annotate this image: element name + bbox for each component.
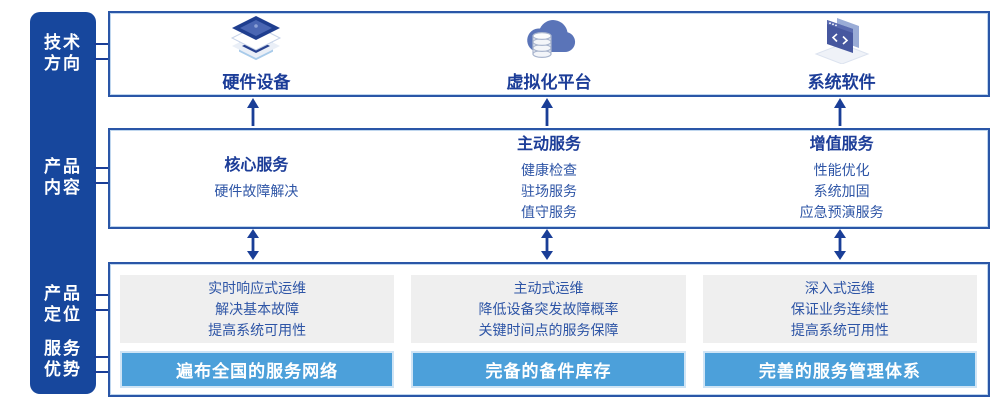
- connector-line: [94, 58, 110, 60]
- content-item: 驻场服务: [520, 183, 577, 199]
- positioning-point: 提高系统可用性: [208, 321, 307, 338]
- sidebar-label-service-advantage: 服务 优势: [44, 339, 82, 379]
- content-title: 核心服务: [224, 157, 289, 174]
- cloud-database-icon: [527, 19, 576, 58]
- sidebar-label-product-positioning: 产品 定位: [44, 284, 82, 324]
- tech-cell-hardware: 硬件设备: [110, 13, 403, 95]
- content-item: 值守服务: [520, 204, 577, 220]
- double-arrow: [541, 229, 553, 260]
- up-arrow: [247, 98, 259, 126]
- double-arrow: [247, 229, 259, 260]
- connector-line: [94, 182, 110, 184]
- content-item: 硬件故障解决: [214, 183, 299, 199]
- positioning-point: 实时响应式运维: [208, 279, 307, 296]
- content-title: 主动服务: [516, 136, 581, 153]
- category-sidebar: 技术 方向 产品 内容 产品 定位 服务 优势: [30, 12, 96, 394]
- positioning-panel: 实时响应式运维 解决基本故障 提高系统可用性: [120, 275, 395, 343]
- tech-cell-virtualization: 虚拟化平台: [403, 13, 696, 95]
- sidebar-label-tech-direction: 技术 方向: [44, 33, 82, 73]
- positioning-panel: 深入式运维 保证业务连续性 提高系统可用性: [702, 275, 977, 343]
- positioning-point: 主动式运维: [513, 279, 584, 296]
- code-window-icon: [814, 17, 870, 64]
- connector-line: [94, 294, 110, 296]
- content-col-active-service: 主动服务 健康检查 驻场服务 值守服务: [403, 130, 696, 227]
- connector-line: [94, 43, 110, 45]
- advantage-bar: 遍布全国的服务网络: [120, 351, 395, 388]
- position-col-proactive: 主动式运维 降低设备突发故障概率 关键时间点的服务保障 完备的备件库存: [411, 275, 686, 388]
- content-item: 应急预演服务: [799, 204, 884, 220]
- up-arrow: [834, 98, 846, 126]
- product-positioning-box: 实时响应式运维 解决基本故障 提高系统可用性 遍布全国的服务网络 主动式运维 降…: [108, 262, 990, 397]
- positioning-point: 降低设备突发故障概率: [478, 300, 619, 317]
- server-stack-icon: [231, 15, 282, 60]
- sidebar-label-product-content: 产品 内容: [44, 157, 82, 197]
- product-content-box: 核心服务 硬件故障解决 主动服务 健康检查 驻场服务 值守服务 增值服务 性能优…: [108, 128, 990, 229]
- tech-label-hardware: 硬件设备: [222, 72, 291, 92]
- tech-cell-software: 系统软件: [695, 13, 988, 95]
- double-arrow: [834, 229, 846, 260]
- advantage-bar: 完善的服务管理体系: [702, 351, 977, 388]
- positioning-panel: 主动式运维 降低设备突发故障概率 关键时间点的服务保障: [411, 275, 686, 343]
- tech-label-software: 系统软件: [807, 72, 876, 92]
- positioning-point: 解决基本故障: [215, 300, 300, 317]
- position-col-indepth: 深入式运维 保证业务连续性 提高系统可用性 完善的服务管理体系: [702, 275, 977, 388]
- advantage-bar: 完备的备件库存: [411, 351, 686, 388]
- tech-label-virtualization: 虚拟化平台: [506, 72, 592, 92]
- content-col-value-added-service: 增值服务 性能优化 系统加固 应急预演服务: [695, 130, 988, 227]
- content-title: 增值服务: [809, 136, 874, 153]
- positioning-point: 保证业务连续性: [790, 300, 889, 317]
- connector-line: [94, 356, 110, 358]
- content-item: 健康检查: [520, 162, 577, 178]
- connector-line: [94, 371, 110, 373]
- position-col-realtime: 实时响应式运维 解决基本故障 提高系统可用性 遍布全国的服务网络: [120, 275, 395, 388]
- content-col-core-service: 核心服务 硬件故障解决: [110, 130, 403, 227]
- connector-line: [94, 167, 110, 169]
- positioning-point: 深入式运维: [804, 279, 875, 296]
- content-item: 系统加固: [813, 183, 870, 199]
- up-arrow: [541, 98, 553, 126]
- connector-line: [94, 309, 110, 311]
- positioning-point: 提高系统可用性: [790, 321, 889, 338]
- tech-direction-box: 硬件设备 虚拟化平台: [108, 11, 990, 97]
- content-item: 性能优化: [813, 162, 870, 178]
- positioning-point: 关键时间点的服务保障: [478, 321, 619, 338]
